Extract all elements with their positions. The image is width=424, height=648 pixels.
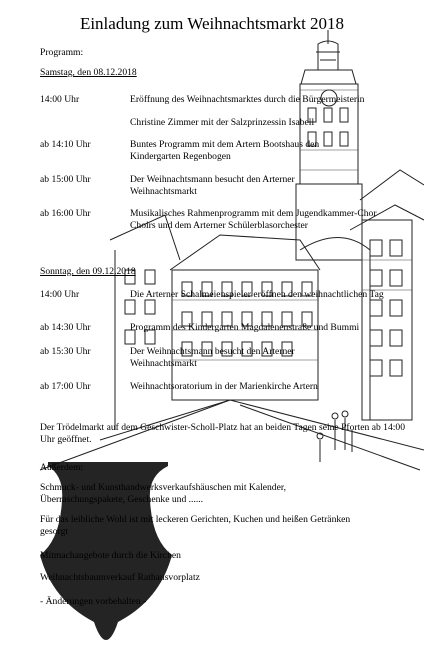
event-time: 14:00 Uhr: [40, 94, 80, 105]
flea-market-notice: Der Trödelmarkt auf dem Geschwister-Scho…: [40, 422, 406, 445]
also-item: Schmuck- und Kunsthandwerksverkaufshäusc…: [40, 482, 287, 505]
also-item: Für das leibliche Wohl ist mit leckeren …: [40, 514, 351, 537]
event-time: ab 16:00 Uhr: [40, 208, 91, 219]
event-time: 14:00 Uhr: [40, 289, 80, 300]
day-date-saturday: Samstag, den 08.12.2018: [40, 67, 137, 78]
also-label: Außerdem:: [40, 462, 84, 473]
also-item: Weihnachtsbaumverkauf Rathausvorplatz: [40, 572, 200, 583]
event-text: Musikalisches Rahmenprogramm mit dem Jug…: [130, 208, 377, 231]
event-text: Eröffnung des Weihnachtsmarktes durch di…: [130, 94, 365, 105]
also-item: Mitmachangebote durch die Kirchen: [40, 550, 181, 561]
disclaimer: - Änderungen vorbehalten -: [40, 596, 147, 607]
day-date-sunday: Sonntag, den 09.12.2018: [40, 266, 136, 277]
event-text: Weihnachtsoratorium in der Marienkirche …: [130, 381, 318, 392]
page-title: Einladung zum Weihnachtsmarkt 2018: [79, 14, 345, 33]
event-time: ab 14:30 Uhr: [40, 322, 91, 333]
event-time: ab 15:30 Uhr: [40, 346, 91, 357]
event-text: Programm des Kindergarten Magdalenenstra…: [130, 322, 360, 333]
event-text: Der Weihnachtsmann besucht den Arterner …: [130, 346, 295, 369]
event-text: Christine Zimmer mit der Salzprinzessin …: [130, 117, 315, 128]
program-label: Programm:: [40, 47, 84, 58]
event-text: Buntes Programm mit dem Artern Bootshaus…: [130, 139, 320, 162]
event-time: ab 15:00 Uhr: [40, 174, 91, 185]
event-text: Der Weihnachtsmann besucht den Arterner …: [130, 174, 295, 197]
event-time: ab 17:00 Uhr: [40, 381, 91, 392]
event-text: Die Arterner Schalmeienspieler eröffnen …: [130, 289, 384, 300]
event-time: ab 14:10 Uhr: [40, 139, 91, 150]
